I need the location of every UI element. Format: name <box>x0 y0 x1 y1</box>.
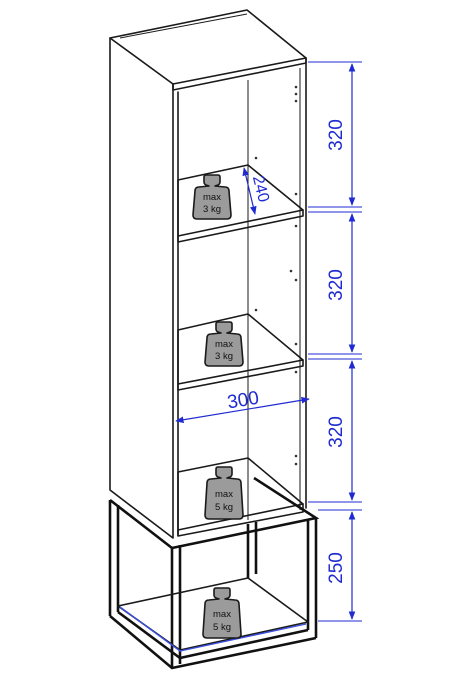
shelf-middle <box>177 313 304 391</box>
shelf-upper <box>177 164 304 243</box>
cabinet-body <box>109 9 307 539</box>
dim-label-base: 250 <box>326 552 347 584</box>
weight-load-label: 3 kg <box>203 204 221 215</box>
weight-load-label: 5 kg <box>215 502 233 513</box>
shelf-pin-holes <box>254 85 298 466</box>
weight-max-label: max <box>215 489 233 500</box>
weight-icon: max 3 kg <box>204 321 244 367</box>
dim-label-shelf-lower: 320 <box>326 416 347 448</box>
shelf-lower <box>177 457 304 537</box>
weight-icon: max 3 kg <box>192 174 232 220</box>
weight-max-label: max <box>203 192 221 203</box>
dim-label-width: 300 <box>226 388 261 414</box>
dimension-lines <box>175 61 362 622</box>
weight-icon: max 5 kg <box>204 466 244 520</box>
dim-label-shelf-top: 320 <box>326 119 347 151</box>
weight-icon: max 5 kg <box>202 587 242 639</box>
weight-max-label: max <box>215 339 233 350</box>
dim-label-shelf-middle: 320 <box>326 269 347 301</box>
weight-load-label: 5 kg <box>213 622 231 633</box>
weight-max-label: max <box>213 609 231 620</box>
dim-label-depth: 240 <box>249 174 272 204</box>
shelf-base <box>117 577 309 652</box>
metal-base-frame <box>108 476 320 670</box>
weight-load-label: 3 kg <box>215 351 233 362</box>
